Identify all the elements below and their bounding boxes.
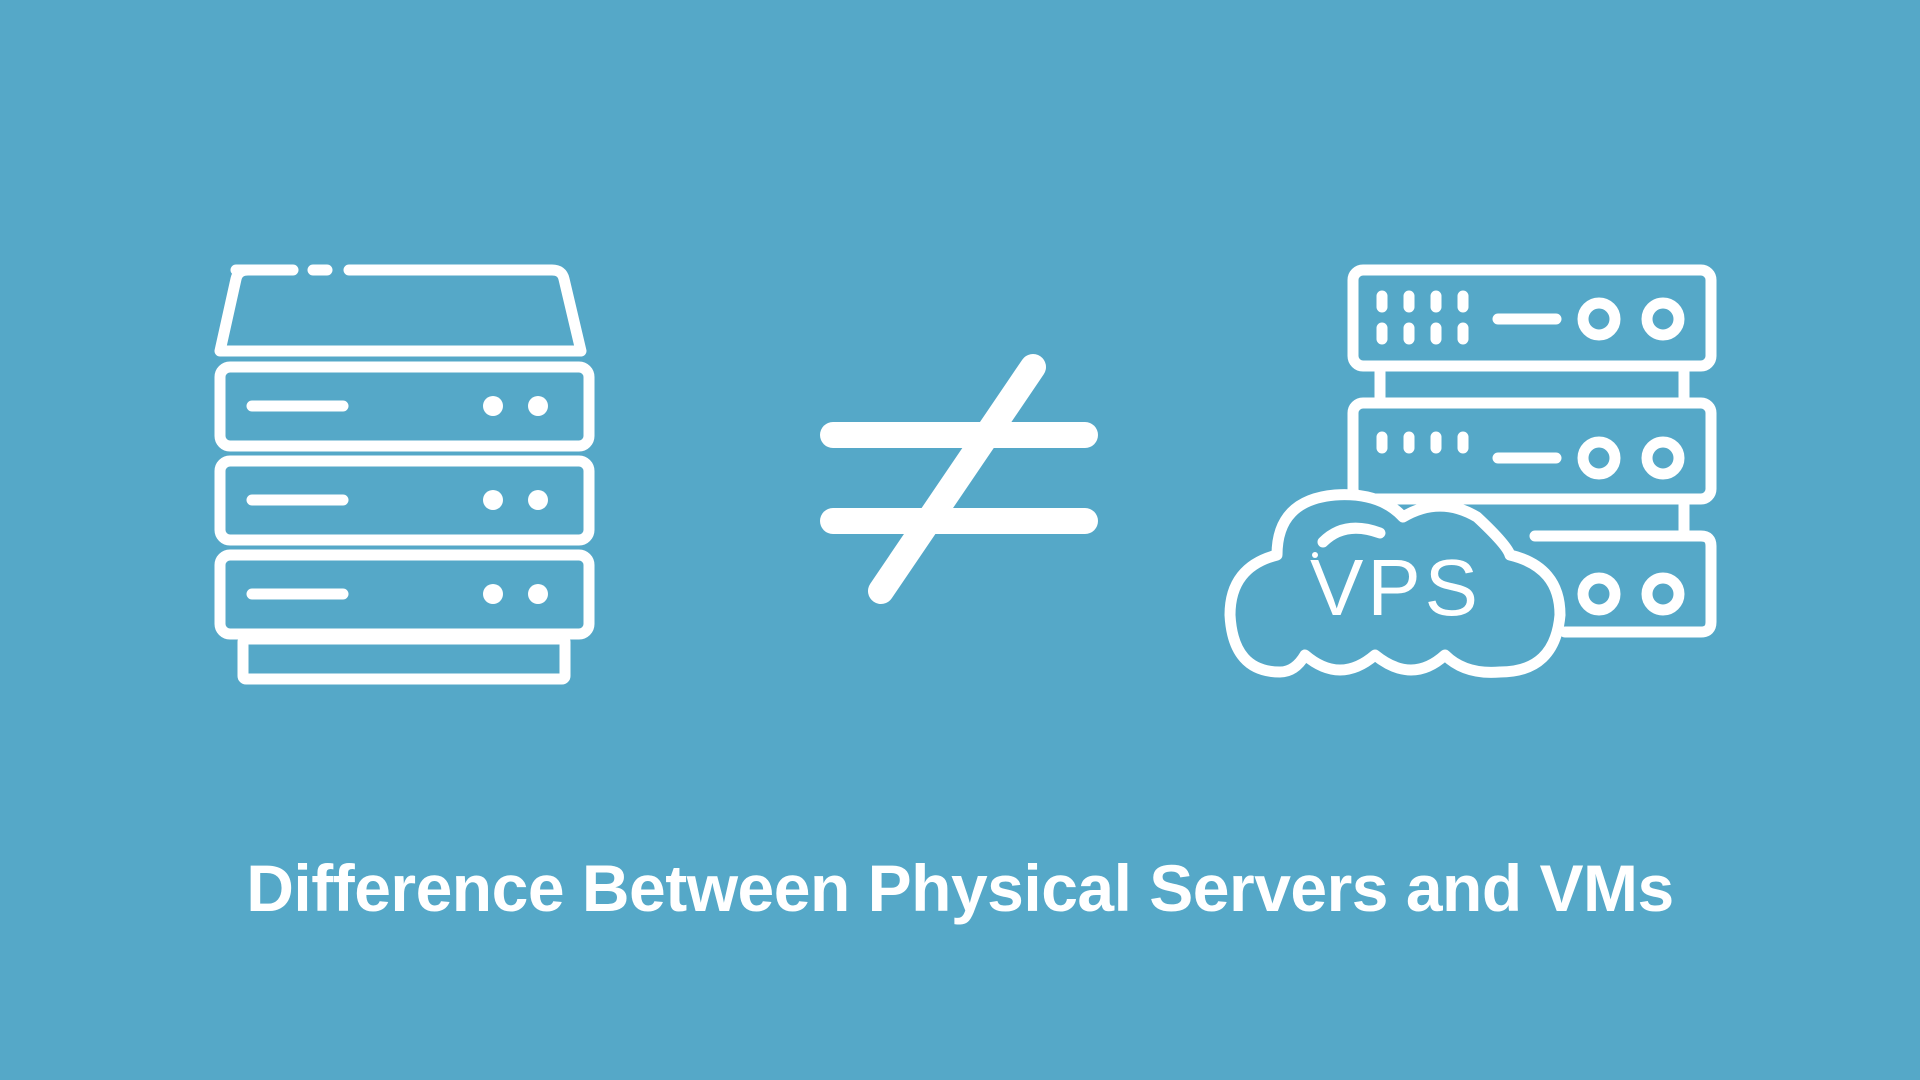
page-title: Difference Between Physical Servers and …: [246, 851, 1674, 925]
physical-server-stack-icon: [214, 264, 595, 685]
vps-label: VPS: [1309, 543, 1483, 632]
not-equal-icon: [820, 354, 1098, 604]
vps-cloud-server-icon: [1224, 264, 1717, 678]
